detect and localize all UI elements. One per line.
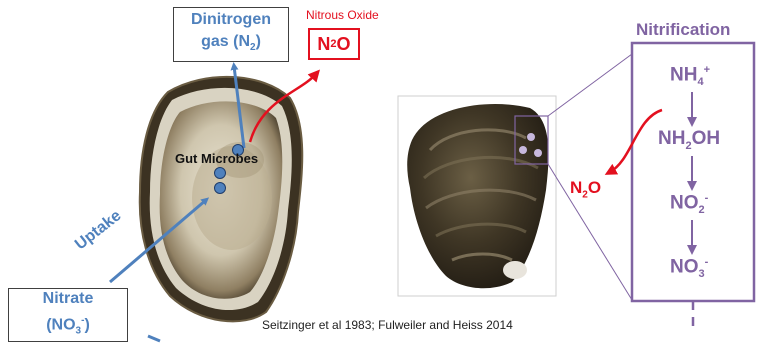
nitrate-line2-post: )	[84, 316, 89, 333]
n2o-release-post: O	[588, 178, 601, 197]
nitrification-title: Nitrification	[636, 20, 730, 40]
closed-oyster-illustration	[398, 96, 556, 296]
nitrate-tail-stroke	[148, 336, 160, 341]
microbe-dot	[534, 149, 542, 157]
nitrate-box: Nitrate (NO3-)	[8, 288, 128, 342]
nitrous-oxide-box: N2O	[308, 28, 360, 60]
dinitrogen-line2-pre: gas (N	[201, 33, 250, 50]
step-nh4-sup: +	[704, 64, 710, 76]
zoom-connector-top	[548, 54, 632, 116]
step-no2-sub: 2	[699, 204, 705, 216]
nitrate-line2-sub: 3	[76, 325, 82, 336]
step-nh4-base: NH	[670, 64, 697, 85]
citation-text: Seitzinger et al 1983; Fulweiler and Hei…	[262, 318, 513, 332]
step-no2-sup: -	[705, 192, 709, 204]
n2o-box-pre: N	[317, 34, 330, 55]
step-no3-sub: 3	[699, 268, 705, 280]
step-no3-sup: -	[705, 256, 709, 268]
step-nh2oh-base: NH	[658, 128, 685, 149]
gut-microbe-dot	[215, 168, 226, 179]
step-nh4-sub: 4	[697, 76, 703, 88]
step-nh2oh-tail: OH	[692, 128, 721, 149]
gut-microbes-label: Gut Microbes	[175, 151, 258, 166]
step-no3-base: NO	[670, 256, 699, 277]
step-no2-base: NO	[670, 192, 699, 213]
n2o-box-post: O	[337, 34, 351, 55]
nitrate-line2: (NO3-)	[46, 310, 90, 343]
microbe-dot	[519, 146, 527, 154]
dinitrogen-gas-box: Dinitrogen gas (N2)	[173, 7, 289, 62]
open-oyster-illustration	[140, 77, 303, 321]
step-no3: NO3-	[670, 256, 708, 280]
nitrate-line2-pre: (NO	[46, 316, 75, 333]
step-nh4: NH4+	[670, 64, 710, 88]
step-no2: NO2-	[670, 192, 708, 216]
n2o-release-label: N2O	[570, 178, 601, 200]
nitrate-line1: Nitrate	[43, 288, 94, 310]
n2o-release-pre: N	[570, 178, 582, 197]
microbe-dot	[527, 133, 535, 141]
nitrous-oxide-label: Nitrous Oxide	[306, 8, 379, 22]
dinitrogen-line1: Dinitrogen	[191, 9, 271, 31]
gut-microbe-dot	[215, 183, 226, 194]
dinitrogen-line2: gas (N2)	[201, 31, 261, 59]
step-nh2oh: NH2OH	[658, 128, 720, 152]
dinitrogen-line2-post: )	[256, 33, 261, 50]
